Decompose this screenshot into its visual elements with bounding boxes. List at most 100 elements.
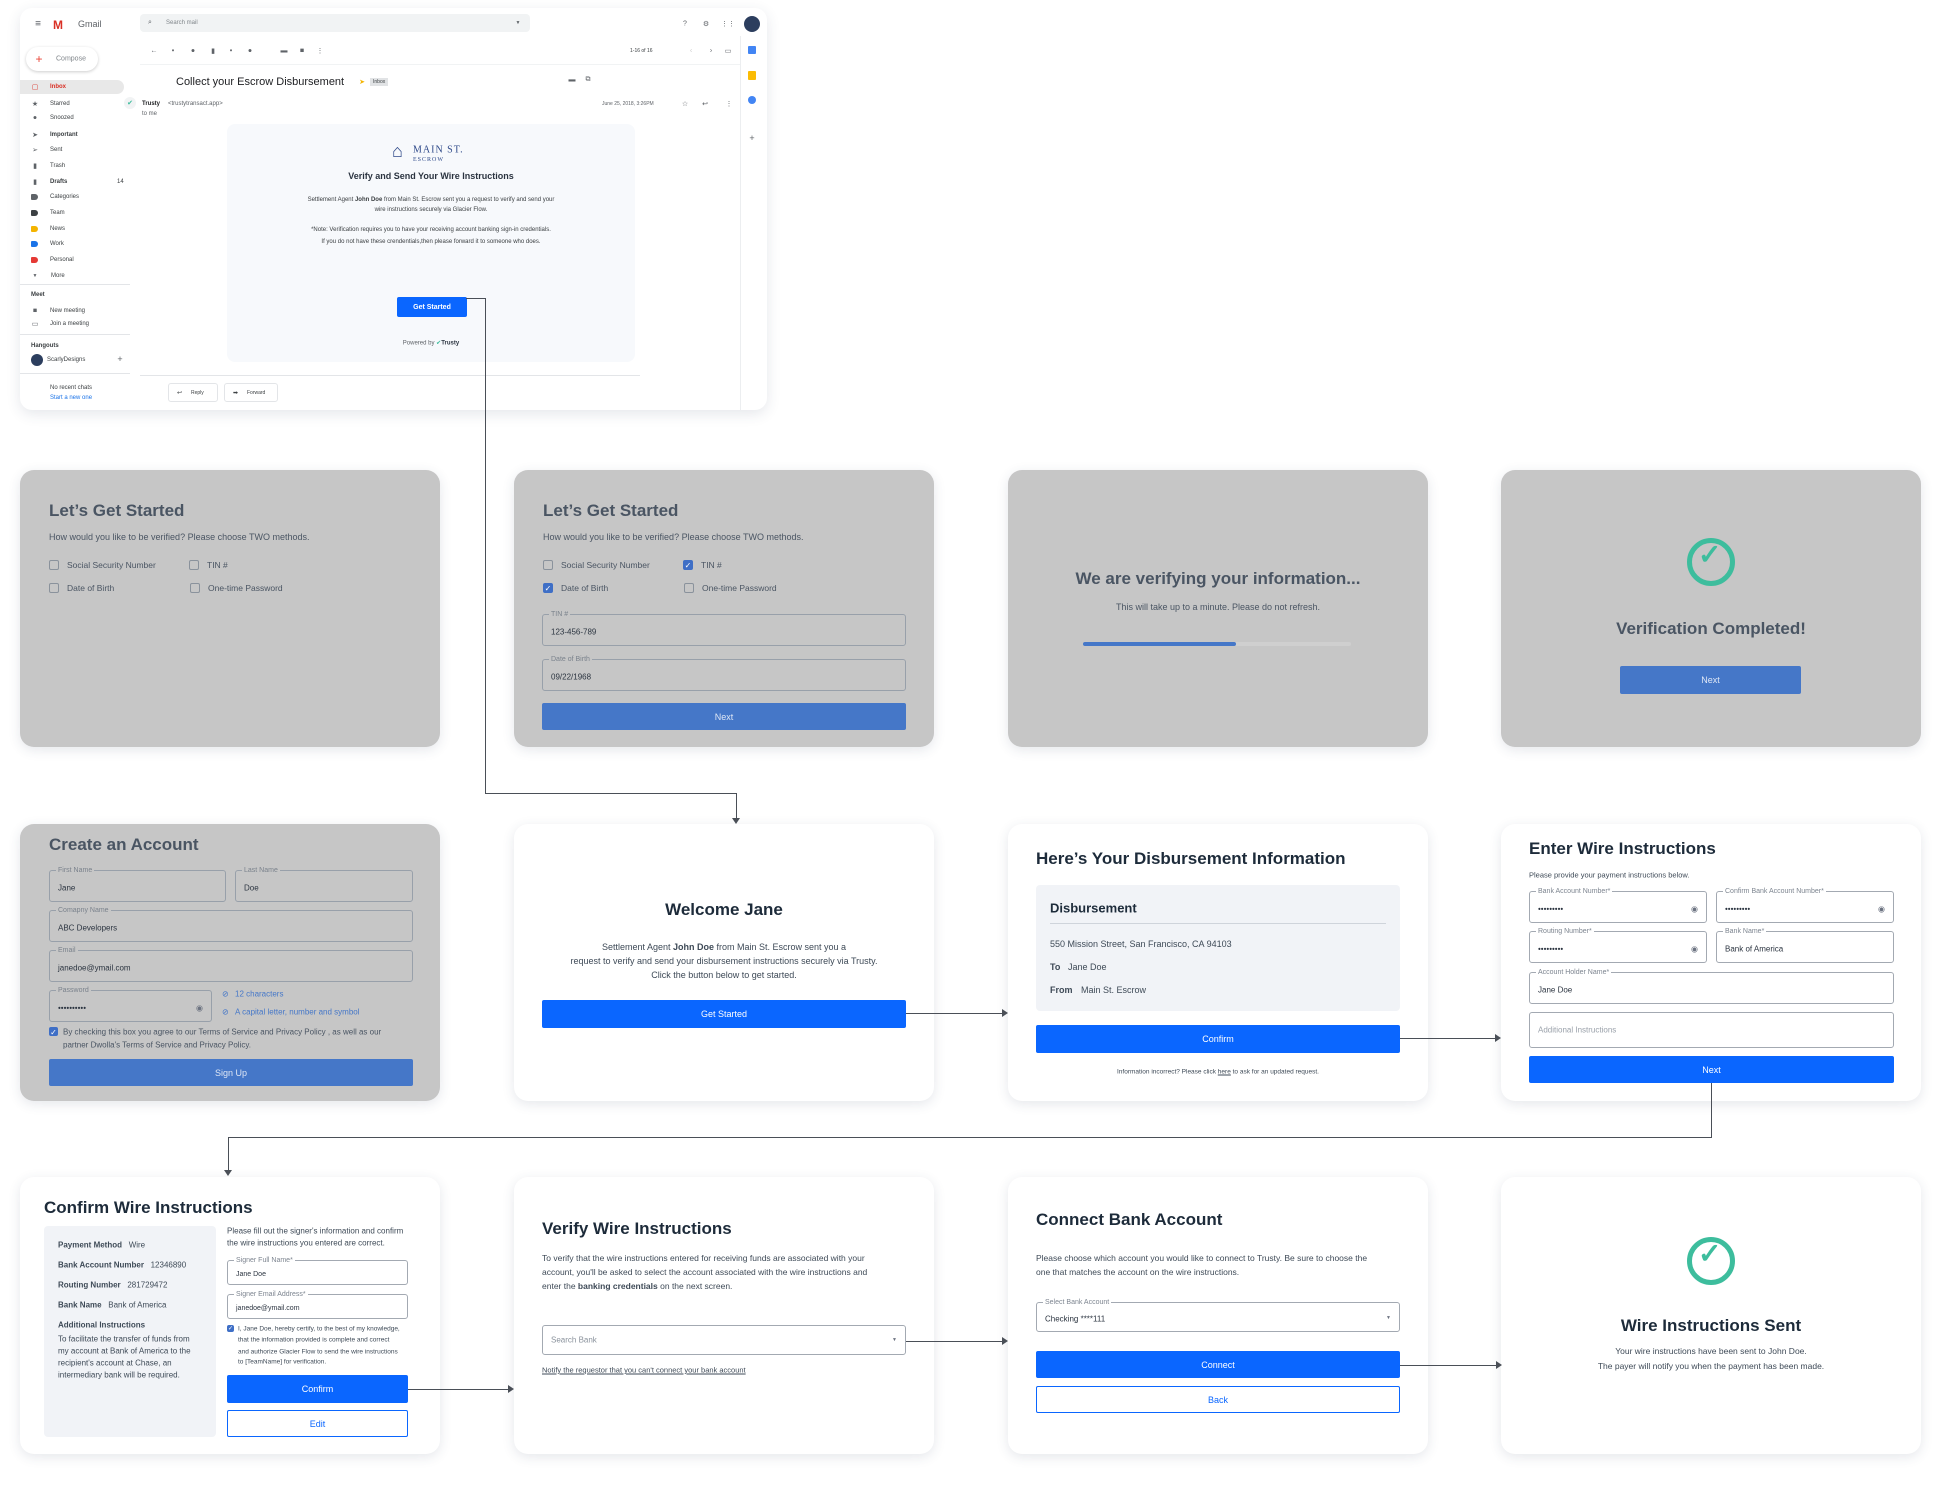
card-title: Here’s Your Disbursement Information (1036, 849, 1346, 868)
eye-icon[interactable]: ◉ (1878, 904, 1885, 914)
arrow-right-icon (1496, 1361, 1502, 1369)
back-button[interactable]: Back (1036, 1386, 1400, 1413)
search-bar[interactable]: ⌕ Search mail ▼ (140, 14, 530, 32)
certify-line: I, Jane Doe, hereby certify, to the best… (238, 1325, 400, 1333)
move-to-icon[interactable]: ▬ (280, 47, 288, 55)
field-label: Signer Full Name* (234, 1256, 295, 1265)
more-icon[interactable]: ⋮ (725, 101, 733, 108)
start-chat-link[interactable]: Start a new one (50, 395, 93, 401)
snooze-icon[interactable]: ● (247, 47, 253, 55)
bank-name-field[interactable]: Bank Name*Bank of America (1716, 927, 1894, 963)
next-button[interactable]: Next (542, 703, 906, 730)
spam-icon[interactable]: ● (190, 47, 196, 55)
dob-checkbox[interactable] (49, 583, 59, 593)
tin-checkbox[interactable]: ✓ (683, 560, 693, 570)
more-icon[interactable]: ⋮ (316, 48, 324, 55)
inbox-badge[interactable]: Inbox (370, 78, 389, 86)
card-subtitle: How would you like to be verified? Pleas… (49, 532, 310, 542)
card-title: Enter Wire Instructions (1529, 839, 1716, 858)
app-name: Gmail (78, 19, 102, 29)
certify-line: that the information provided is complet… (238, 1336, 390, 1344)
eye-icon[interactable]: ◉ (1691, 904, 1698, 914)
apps-icon[interactable]: ⋮⋮ (721, 21, 735, 28)
mark-unread-icon[interactable]: ▪ (229, 47, 233, 55)
keep-icon[interactable] (748, 71, 756, 80)
next-button[interactable]: Next (1620, 666, 1801, 694)
label-icon[interactable]: ■ (299, 47, 305, 55)
connect-button[interactable]: Connect (1036, 1351, 1400, 1378)
email-date: June 25, 2018, 3:26PM (602, 101, 654, 107)
confirm-button[interactable]: Confirm (227, 1375, 408, 1403)
confirm-account-field[interactable]: Confirm Bank Account Number*•••••••••◉ (1716, 887, 1894, 923)
signer-name-field[interactable]: Signer Full Name*Jane Doe (227, 1256, 408, 1285)
delete-icon[interactable]: ▮ (211, 48, 215, 55)
edit-button[interactable]: Edit (227, 1410, 408, 1437)
tin-checkbox[interactable] (189, 560, 199, 570)
add-addon-icon[interactable]: + (749, 133, 755, 143)
search-bank-select[interactable]: Search Bank▼ (542, 1325, 906, 1355)
reply-icon[interactable]: ↩ (702, 101, 708, 108)
certify-checkbox[interactable]: ✓ (227, 1325, 234, 1332)
tin-field[interactable]: TIN #123-456-789 (542, 610, 906, 646)
routing-field[interactable]: Routing Number*•••••••••◉ (1529, 927, 1707, 963)
back-icon[interactable]: ← (150, 47, 158, 55)
additional-instructions-field[interactable]: Additional Instructions (1529, 1012, 1894, 1048)
search-input[interactable]: Search mail (166, 20, 198, 26)
otp-checkbox[interactable] (684, 583, 694, 593)
help-icon[interactable]: ? (683, 20, 687, 28)
archive-icon[interactable]: ▪ (171, 47, 175, 55)
get-started-button[interactable]: Get Started (397, 297, 467, 317)
new-window-icon[interactable]: ⧉ (585, 76, 591, 83)
eye-off-icon[interactable]: ◉ (196, 1003, 203, 1013)
recipient[interactable]: to me (142, 111, 158, 117)
forward-button[interactable]: ➡Forward (224, 383, 278, 402)
compose-button[interactable]: + Compose (26, 47, 98, 71)
ssn-checkbox[interactable] (49, 560, 59, 570)
menu-icon[interactable]: ≡ (35, 18, 41, 30)
tin-label: TIN # (207, 560, 228, 570)
avatar[interactable] (744, 16, 760, 32)
ssn-checkbox[interactable] (543, 560, 553, 570)
dob-checkbox[interactable]: ✓ (543, 583, 553, 593)
add-icon[interactable]: + (117, 354, 123, 364)
dob-label: Date of Birth (561, 583, 609, 593)
password-field[interactable]: Password••••••••••◉ (49, 986, 212, 1022)
otp-checkbox[interactable] (190, 583, 200, 593)
search-options-icon[interactable]: ▼ (515, 20, 521, 26)
eye-icon[interactable]: ◉ (1691, 944, 1698, 954)
reply-icon: ↩ (177, 390, 183, 397)
gear-icon[interactable]: ⚙ (702, 21, 710, 28)
powered-by: Powered by ✔Trusty (227, 340, 635, 347)
account-holder-field[interactable]: Account Holder Name*Jane Doe (1529, 968, 1894, 1004)
bank-account-field[interactable]: Bank Account Number*•••••••••◉ (1529, 887, 1707, 923)
confirm-button[interactable]: Confirm (1036, 1025, 1400, 1053)
here-link[interactable]: here (1217, 1068, 1231, 1076)
notify-requestor-link[interactable]: Notify the requestor that you can't conn… (542, 1365, 746, 1375)
signer-email-field[interactable]: Signer Email Address*janedoe@ymail.com (227, 1290, 408, 1319)
important-marker-icon[interactable]: ➤ (359, 79, 365, 86)
checkmark-icon: ✓ (1698, 1238, 1722, 1269)
next-icon[interactable]: › (709, 47, 713, 55)
input-tools-icon[interactable]: ▭ (724, 48, 732, 55)
sign-up-button[interactable]: Sign Up (49, 1059, 413, 1086)
star-icon[interactable]: ☆ (681, 101, 689, 108)
prev-icon[interactable]: ‹ (689, 47, 693, 55)
get-started-button[interactable]: Get Started (542, 1000, 906, 1028)
hangouts-user[interactable]: ScarlyDesigns (47, 357, 86, 363)
print-icon[interactable]: ▬ (568, 76, 576, 84)
next-button[interactable]: Next (1529, 1056, 1894, 1083)
reply-button[interactable]: ↩Reply (168, 383, 218, 402)
terms-checkbox[interactable]: ✓ (49, 1027, 58, 1037)
calendar-icon[interactable] (748, 46, 756, 54)
tasks-icon[interactable] (748, 96, 756, 104)
to-value: Jane Doe (1068, 962, 1107, 972)
divider (140, 375, 640, 376)
row-label: Payment Method (58, 1240, 123, 1250)
hint-check-icon: ⊘ (222, 1007, 229, 1017)
